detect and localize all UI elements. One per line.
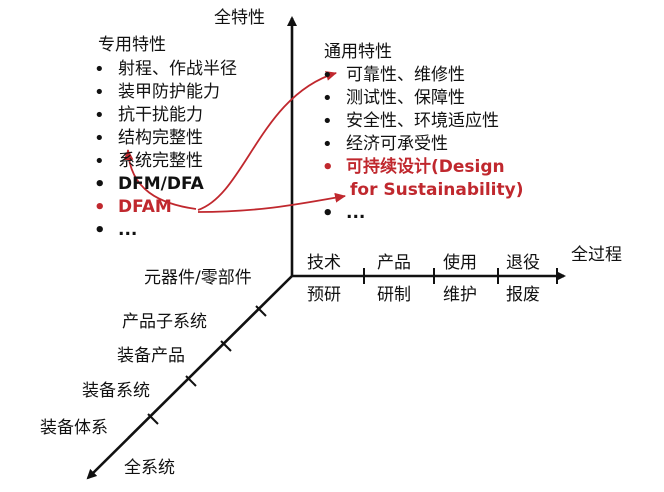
bullet-icon: •	[94, 197, 106, 218]
bullet-icon: •	[94, 151, 105, 172]
bullet-icon: •	[322, 157, 334, 178]
list-item: •DFM/DFA	[94, 174, 204, 195]
bullet-icon: •	[94, 82, 105, 103]
list-item: •装甲防护能力	[94, 82, 220, 103]
bullet-icon: •	[94, 220, 106, 241]
list-item-highlight-continued: for Sustainability)	[350, 180, 524, 200]
diagonal-axis-label: 全系统	[124, 458, 175, 478]
system-level-4: 装备系统	[82, 381, 150, 401]
list-item-highlight: •DFAM	[94, 197, 172, 218]
bullet-icon: •	[322, 111, 333, 132]
diagonal-axis	[86, 275, 293, 480]
stage-4-bottom: 报废	[506, 285, 540, 305]
bullet-icon: •	[322, 134, 333, 155]
diagonal-ticks	[147, 305, 267, 425]
list-item: •结构完整性	[94, 128, 203, 149]
list-item-highlight: •可持续设计(Design	[322, 157, 505, 178]
list-item: •抗干扰能力	[94, 105, 203, 126]
stage-4-top: 退役	[506, 253, 540, 273]
special-title: 专用特性	[98, 35, 166, 55]
list-item: •系统完整性	[94, 151, 203, 172]
bullet-icon: •	[322, 203, 334, 224]
system-level-1: 元器件/零部件	[144, 268, 252, 288]
bullet-icon: •	[322, 65, 333, 86]
arrow-to-reliability	[197, 71, 337, 211]
bullet-icon: •	[322, 88, 333, 109]
list-item: •安全性、环境适应性	[322, 111, 499, 132]
stage-1-bottom: 预研	[307, 285, 341, 305]
list-item: •可靠性、维修性	[322, 65, 465, 86]
general-list: •可靠性、维修性 •测试性、保障性 •安全性、环境适应性 •经济可承受性 •可持…	[318, 64, 523, 225]
vertical-axis-label: 全特性	[214, 8, 265, 28]
bullet-icon: •	[94, 59, 105, 80]
list-item: •测试性、保障性	[322, 88, 465, 109]
stage-3-top: 使用	[443, 253, 477, 273]
stage-2-bottom: 研制	[377, 285, 411, 305]
bullet-icon: •	[94, 174, 106, 195]
bullet-icon: •	[94, 105, 105, 126]
arrow-to-sustainability	[197, 192, 346, 213]
horizontal-axis-label: 全过程	[571, 245, 622, 265]
stage-3-bottom: 维护	[443, 285, 477, 305]
list-item: •...	[94, 220, 138, 241]
stage-2-top: 产品	[377, 253, 411, 273]
stage-1-top: 技术	[307, 253, 341, 273]
special-list: •射程、作战半径 •装甲防护能力 •抗干扰能力 •结构完整性 •系统完整性 •D…	[90, 58, 237, 242]
horizontal-ticks	[363, 268, 558, 284]
list-item: •经济可承受性	[322, 134, 448, 155]
general-title: 通用特性	[324, 42, 392, 62]
bullet-icon: •	[94, 128, 105, 149]
system-level-5: 装备体系	[40, 418, 108, 438]
system-level-2: 产品子系统	[122, 312, 207, 332]
list-item: •射程、作战半径	[94, 59, 237, 80]
system-level-3: 装备产品	[117, 346, 185, 366]
list-item: •...	[322, 203, 366, 224]
arrow-to-structure	[123, 149, 197, 210]
